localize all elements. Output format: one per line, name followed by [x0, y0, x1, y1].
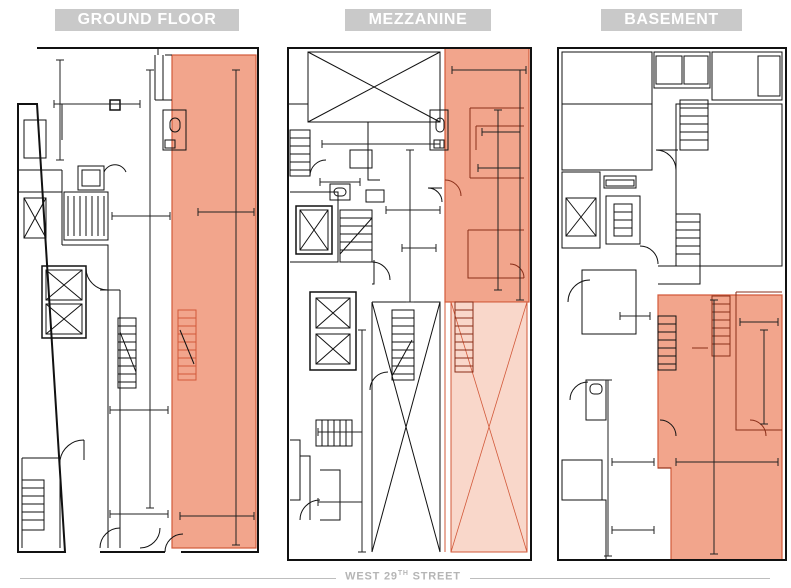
floor-plans-drawing: [17, 47, 787, 561]
basement-title: BASEMENT: [601, 9, 742, 31]
street-line-left: [20, 578, 336, 579]
street-indicator: WEST 29TH STREET: [0, 570, 791, 586]
mezzanine-dimension-lines: [317, 66, 527, 553]
mezzanine-upper-leasable-area: [444, 47, 530, 303]
basement-plan: [557, 47, 787, 561]
ground-floor-plan: [17, 47, 259, 553]
ground-leasable-area: [171, 54, 257, 549]
mezzanine-plan: [287, 47, 532, 561]
mezzanine-title: MEZZANINE: [345, 9, 491, 31]
street-line-right: [470, 578, 770, 579]
street-name: WEST 29TH STREET: [345, 570, 461, 583]
ground-dimension-lines: [53, 59, 255, 546]
ground-floor-title: GROUND FLOOR: [55, 9, 239, 31]
basement-dimension-lines: [604, 299, 779, 557]
